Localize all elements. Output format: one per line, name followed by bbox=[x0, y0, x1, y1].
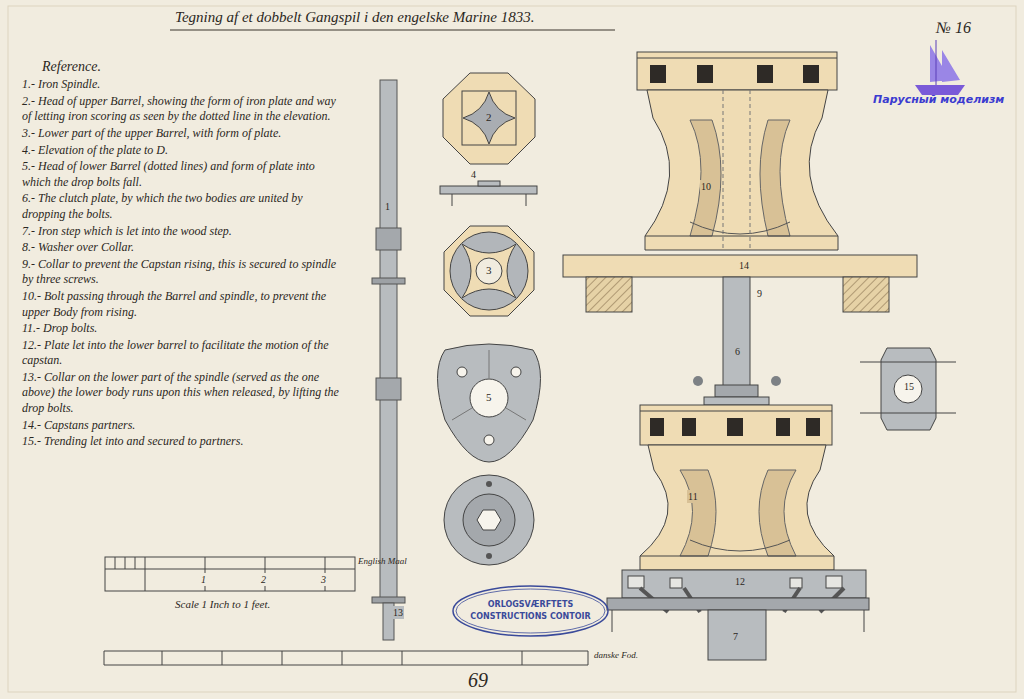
reference-item: 7.- Iron step which is let into the wood… bbox=[22, 224, 342, 240]
reference-item: 9.- Collar to prevent the Capstan rising… bbox=[22, 257, 342, 288]
callout-number: 9 bbox=[756, 287, 763, 300]
stamp-outline bbox=[452, 585, 609, 637]
callout-number: 1 bbox=[384, 200, 391, 213]
reference-item: 5.- Head of lower Barrel (dotted lines) … bbox=[22, 159, 342, 190]
reference-item: 10.- Bolt passing through the Barrel and… bbox=[22, 289, 342, 320]
reference-item: 1.- Iron Spindle. bbox=[22, 77, 342, 93]
scale-label: English Maal bbox=[358, 556, 407, 568]
reference-heading: Reference. bbox=[42, 58, 362, 76]
reference-item: 15.- Trending let into and secured to pa… bbox=[22, 434, 342, 450]
callout-number: 15 bbox=[903, 380, 915, 393]
callout-number: 11 bbox=[687, 490, 699, 503]
watermark: Парусный моделизм bbox=[873, 93, 1004, 107]
callout-number: 4 bbox=[470, 168, 477, 181]
reference-item: 3.- Lower part of the upper Barrel, with… bbox=[22, 126, 342, 142]
stamp-text: ORLOGSVÆRFTETS bbox=[456, 599, 605, 611]
sheet-number: № 16 bbox=[936, 18, 971, 39]
callout-number: 12 bbox=[734, 575, 746, 588]
reference-item: 4.- Elevation of the plate to D. bbox=[22, 143, 342, 159]
callout-number: 13 bbox=[392, 606, 404, 619]
callout-number: 14 bbox=[738, 259, 750, 272]
drawing-title: Tegning af et dobbelt Gangspil i den eng… bbox=[175, 8, 534, 28]
stamp-oval: ORLOGSVÆRFTETSCONSTRUCTIONS CONTOIR bbox=[452, 585, 609, 637]
reference-item: 13.- Collar on the lower part of the spi… bbox=[22, 370, 342, 417]
reference-item: 8.- Washer over Collar. bbox=[22, 240, 342, 256]
scale-label: 2 bbox=[260, 573, 267, 586]
reference-item: 12.- Plate let into the lower barrel to … bbox=[22, 338, 342, 369]
stamp-text: CONSTRUCTIONS CONTOIR bbox=[456, 611, 605, 623]
page-number: 69 bbox=[468, 667, 488, 693]
scale-label: danske Fod. bbox=[594, 650, 638, 662]
reference-item: 14.- Capstans partners. bbox=[22, 418, 342, 434]
callout-number: 2 bbox=[485, 110, 493, 124]
scale-label: 3 bbox=[320, 573, 327, 586]
reference-item: 6.- The clutch plate, by which the two b… bbox=[22, 191, 342, 222]
reference-item: 2.- Head of upper Barrel, showing the fo… bbox=[22, 94, 342, 125]
callout-number: 5 bbox=[485, 390, 493, 404]
callout-number: 3 bbox=[485, 263, 493, 277]
callout-number: 10 bbox=[700, 180, 712, 193]
scale-label: Scale 1 Inch to 1 feet. bbox=[175, 597, 270, 611]
scale-label: 1 bbox=[200, 573, 207, 586]
reference-item: 11.- Drop bolts. bbox=[22, 321, 342, 337]
callout-number: 7 bbox=[732, 630, 739, 643]
callout-number: 6 bbox=[734, 345, 741, 358]
